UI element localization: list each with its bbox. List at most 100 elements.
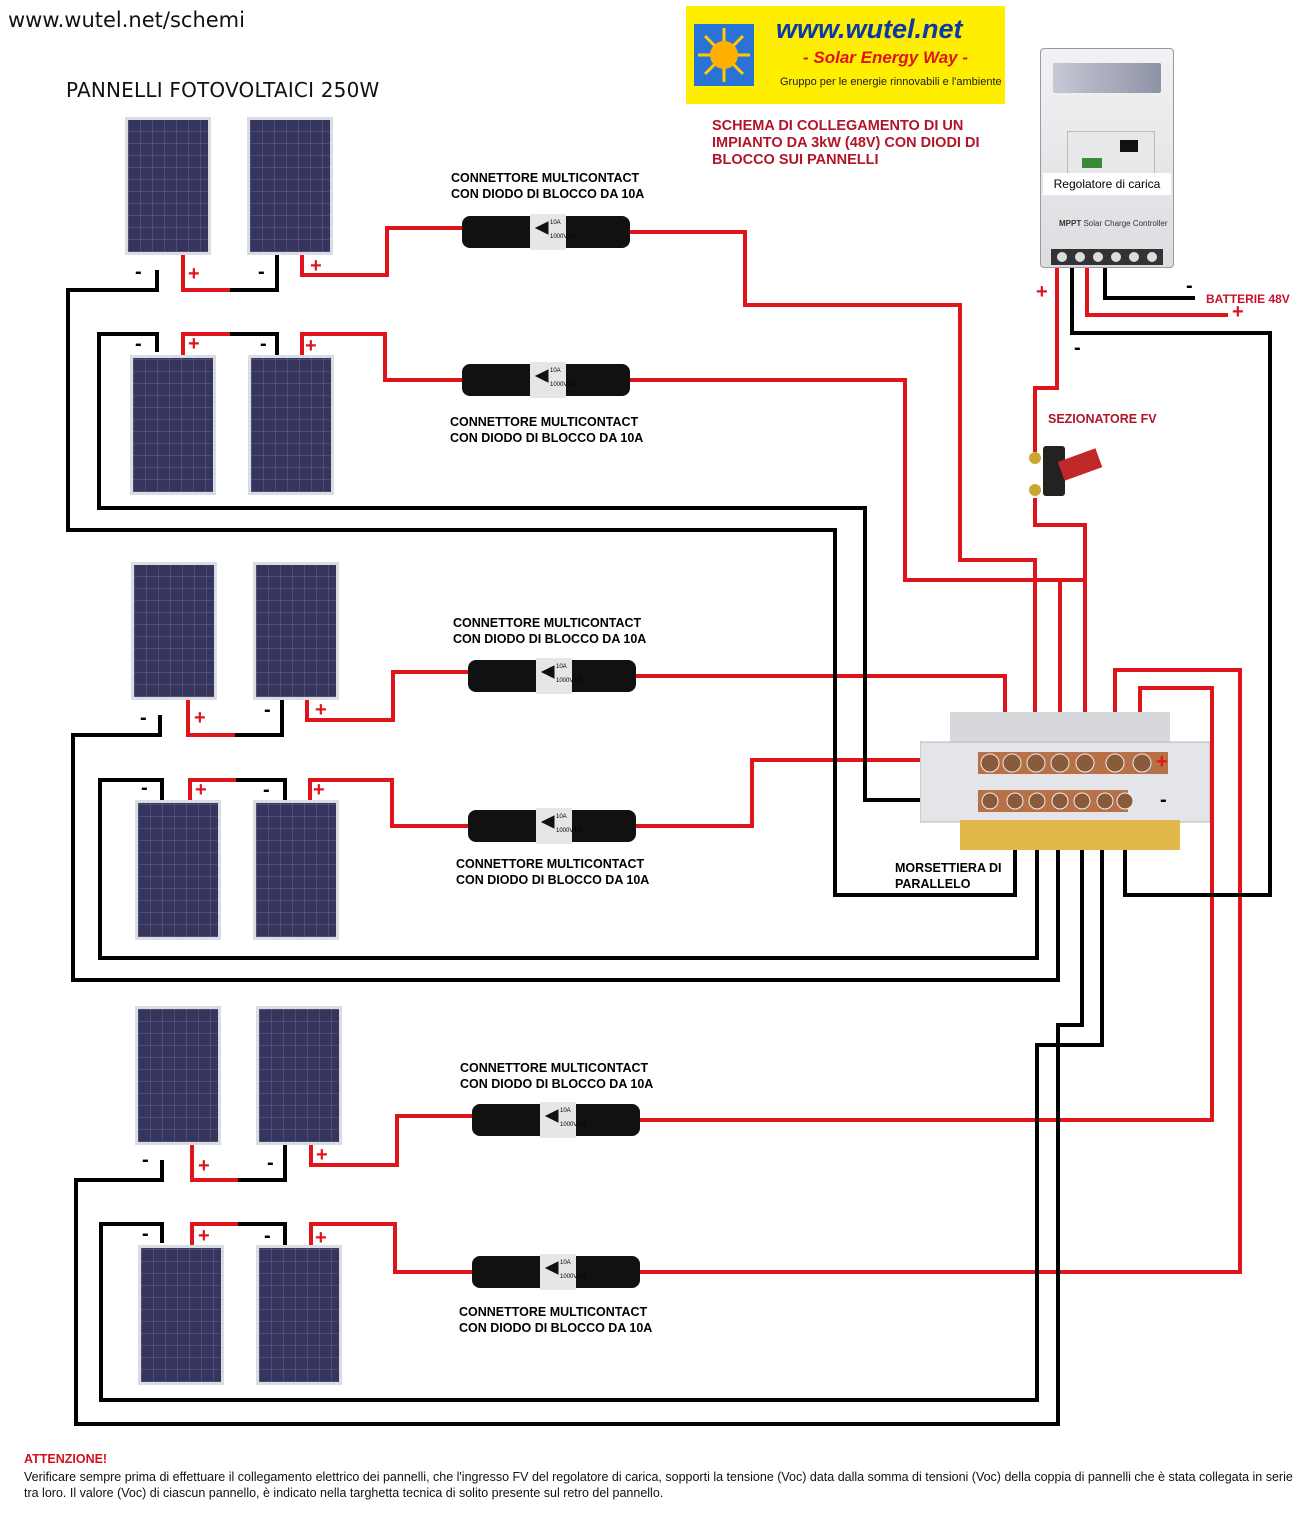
pair1-neg-link (230, 255, 279, 292)
svg-text:10A: 10A (556, 814, 567, 820)
pair6-neg-link (238, 1222, 287, 1245)
regulator-header (1053, 63, 1161, 93)
charge-regulator: Regolatore di carica MPPT Solar Charge C… (1040, 48, 1174, 268)
warning-title: ATTENZIONE! (24, 1452, 108, 1466)
pair1-series-link-neg (66, 270, 1017, 897)
solar-panel-4a (135, 800, 221, 940)
pair5-to-busbar (638, 686, 1214, 1122)
panel-2a-pos: + (188, 333, 200, 355)
regulator-terminals (1051, 249, 1163, 265)
pair5-neg (74, 805, 1084, 1426)
disconnector-pos-up (1033, 265, 1059, 452)
panel-6a-neg: - (142, 1223, 149, 1245)
panel-5b-neg: - (267, 1152, 274, 1174)
pair1-series-link (181, 255, 230, 292)
regulator-brand: MPPT Solar Charge Controller (1059, 219, 1168, 228)
solar-panel-2b (248, 355, 334, 495)
busbar-neg-to-regulator (1070, 265, 1272, 897)
battery-positive (1085, 265, 1228, 317)
pair6-neg (99, 805, 1104, 1402)
negative-wires (66, 255, 1272, 1426)
positive-wires (181, 226, 1242, 1274)
panel-1a-neg: - (135, 261, 142, 283)
panel-1a-pos: + (188, 263, 200, 285)
panel-5a-pos: + (198, 1155, 210, 1177)
panel-5a-neg: - (142, 1149, 149, 1171)
panel-6b-pos: + (315, 1227, 327, 1249)
pair4-positive-out (308, 778, 472, 828)
disconnector-to-regulator (1033, 498, 1087, 580)
warning-text: Verificare sempre prima di effettuare il… (24, 1470, 1293, 1500)
pair2-to-busbar (630, 378, 1062, 755)
solar-panel-3b (253, 562, 339, 700)
sun-icon (694, 24, 754, 86)
wutel-logo[interactable]: www.wutel.net - Solar Energy Way - Grupp… (686, 6, 1005, 104)
pair4-series-link (188, 778, 236, 800)
pair3-neg-link (235, 700, 284, 737)
pair5-positive-out (309, 1114, 475, 1167)
site-url[interactable]: www.wutel.net/schemi (8, 8, 245, 32)
pair6-series-link (190, 1222, 238, 1245)
svg-text:10A: 10A (560, 1108, 571, 1114)
panel-1b-neg: - (258, 261, 265, 283)
pair6-positive-out (309, 1222, 475, 1274)
pair1-positive-out (300, 226, 466, 277)
panel-5b-pos: + (316, 1144, 328, 1166)
svg-text:10A: 10A (560, 1260, 571, 1266)
panel-6a-pos: + (198, 1225, 210, 1247)
solar-panel-5a (135, 1006, 221, 1145)
panel-4a-neg: - (141, 777, 148, 799)
pair2-neg (97, 332, 990, 802)
pair4-to-busbar (636, 758, 945, 828)
svg-text:1000V UL: 1000V UL (560, 1122, 587, 1128)
panels-title: PANNELLI FOTOVOLTAICI 250W (66, 78, 380, 102)
svg-text:10A: 10A (550, 220, 561, 226)
busbar-negative-sign: - (1160, 789, 1167, 811)
pair3-positive-out (305, 670, 472, 722)
svg-text:1000V UL: 1000V UL (560, 1274, 587, 1280)
multicontact-connector-6: 10A 1000V UL (472, 1246, 640, 1298)
multicontact-connector-4: 10A 1000V UL (468, 800, 636, 852)
pv-disconnector[interactable] (1025, 440, 1105, 502)
logo-site: www.wutel.net (776, 14, 963, 44)
solar-panel-4b (253, 800, 339, 940)
regulator-label: Regolatore di carica (1043, 173, 1171, 195)
panel-4b-pos: + (313, 779, 325, 801)
multicontact-connector-1: 10A 1000V UL (462, 206, 630, 258)
panel-4b-neg: - (263, 779, 270, 801)
panel-3a-neg: - (140, 707, 147, 729)
logo-tagline: - Solar Energy Way - (803, 48, 969, 67)
svg-text:1000V UL: 1000V UL (556, 828, 583, 834)
panel-1b-pos: + (310, 255, 322, 277)
svg-text:1000V UL: 1000V UL (556, 678, 583, 684)
panel-3a-pos: + (194, 707, 206, 729)
solar-panel-1a (125, 117, 211, 255)
pair2-neg-link (230, 332, 279, 355)
battery-positive-sign: + (1232, 301, 1244, 323)
panel-6b-neg: - (264, 1225, 271, 1247)
regulator-pv-negative-sign: - (1074, 337, 1081, 359)
parallel-busbar (919, 712, 1211, 860)
pair3-neg (71, 715, 1060, 982)
pair4-neg-link (236, 778, 287, 800)
battery-negative (1103, 265, 1195, 300)
svg-text:1000V UL: 1000V UL (550, 234, 577, 240)
pair2-positive-out (300, 332, 466, 382)
panel-4a-pos: + (195, 779, 207, 801)
pair5-neg-link (238, 1145, 287, 1182)
busbar-positive-sign: + (1156, 751, 1168, 773)
panel-2b-neg: - (260, 333, 267, 355)
pair5-series-link (190, 1145, 238, 1182)
panel-3b-neg: - (264, 699, 271, 721)
pair2-series-link (181, 332, 230, 355)
svg-text:10A: 10A (550, 368, 561, 374)
